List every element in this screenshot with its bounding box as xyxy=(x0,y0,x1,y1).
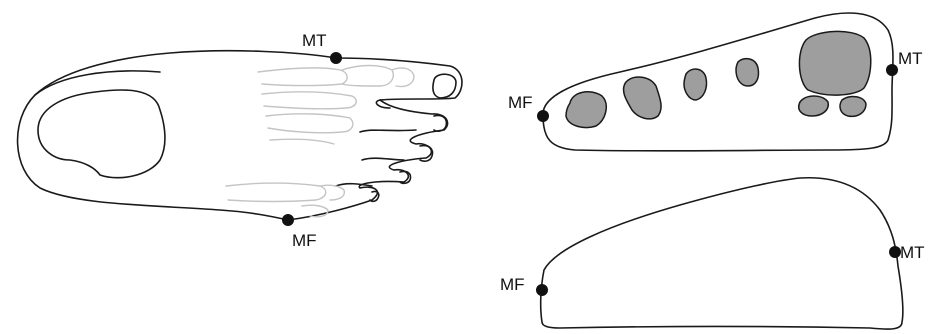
mf-landmark-dot xyxy=(282,214,294,226)
phalanx-bone-1a xyxy=(342,66,393,87)
mt-label: MT xyxy=(302,31,327,50)
mt-landmark-dot xyxy=(330,52,342,64)
region-2 xyxy=(624,77,662,119)
metatarsal-bone-1 xyxy=(258,68,347,86)
foot-outline xyxy=(18,51,462,220)
toe-gap-3 xyxy=(362,158,404,160)
foot-bones xyxy=(226,66,414,217)
region-sesamoid-2 xyxy=(840,97,866,117)
metatarsal-bone-5 xyxy=(226,183,326,202)
forefoot-cross-section: MT MF xyxy=(508,13,923,151)
metatarsal-bone-3 xyxy=(266,114,353,133)
toe-nail-big xyxy=(433,74,456,98)
region-3 xyxy=(684,69,707,100)
mt-label: MT xyxy=(900,243,925,262)
foot-top-view: MT MF xyxy=(18,31,462,250)
toe-gap-4 xyxy=(336,184,372,186)
profile-section-outline xyxy=(541,178,903,329)
foot-profile-section: MT MF xyxy=(500,178,925,329)
mt-landmark-dot xyxy=(886,64,898,76)
metatarsal-bone-4 xyxy=(270,139,334,144)
mt-label: MT xyxy=(898,49,923,68)
mf-label: MF xyxy=(292,231,317,250)
region-4 xyxy=(736,59,759,86)
metatarsal-bone-2 xyxy=(262,92,356,109)
heel-inner-outline xyxy=(38,90,165,178)
toe-nail-2 xyxy=(434,115,446,131)
phalanx-bone-1b xyxy=(392,68,414,87)
mf-label: MF xyxy=(500,275,525,294)
mf-landmark-dot xyxy=(536,284,548,296)
toe-gap-2 xyxy=(360,130,416,132)
mf-label: MF xyxy=(508,93,533,112)
region-sesamoid-1 xyxy=(799,96,829,116)
region-fibular xyxy=(566,92,606,128)
region-tibial xyxy=(799,31,870,95)
mf-landmark-dot xyxy=(537,110,549,122)
